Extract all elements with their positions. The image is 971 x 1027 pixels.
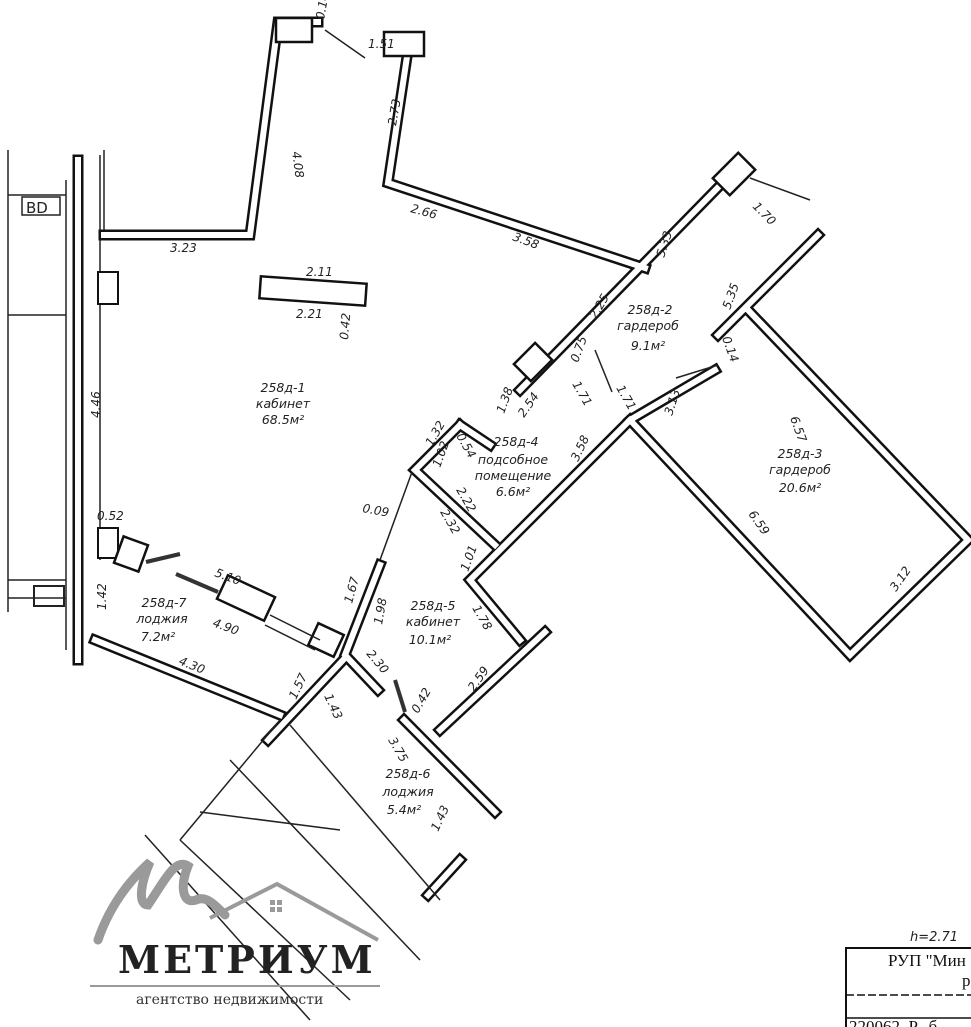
room-5-area: 10.1м² <box>409 632 451 647</box>
dim: 2.11 <box>306 265 333 279</box>
room-1-area: 68.5м² <box>262 412 304 427</box>
dim: 1.71 <box>613 383 638 413</box>
dim: 1.38 <box>494 385 516 415</box>
dim: 1.71 <box>569 379 594 409</box>
room-2-name: гардероб <box>617 318 679 333</box>
walls <box>72 16 971 903</box>
room-7-name: лоджия <box>135 611 188 626</box>
dim: 2.66 <box>409 201 439 222</box>
dim: 4.46 <box>89 391 103 418</box>
dim: 0.09 <box>361 501 390 519</box>
room-6-name: лоджия <box>381 784 434 799</box>
stamp-line-1: РУП "Мин <box>888 951 966 970</box>
room-4-name-2: помещение <box>475 468 552 483</box>
metrium-logo: МЕТРИУМ агентство недвижимости <box>90 858 380 1008</box>
dim: 1.98 <box>371 596 389 625</box>
thin-lines <box>144 29 811 1021</box>
room-1-id: 258д-1 <box>261 380 306 395</box>
dim: 3.23 <box>170 241 197 255</box>
dim: 1.42 <box>95 583 109 610</box>
title-block: РУП "Мин р 220062, Р...б <box>845 947 971 1027</box>
room-labels: 258д-1 кабинет 68.5м² 258д-2 гардероб 9.… <box>135 302 831 817</box>
bd-label: BD <box>26 199 48 217</box>
dim: 3.13 <box>662 387 684 417</box>
room-3-id: 258д-3 <box>778 446 823 461</box>
room-5-id: 258д-5 <box>411 598 456 613</box>
dim: 3.75 <box>385 735 410 765</box>
room-6-area: 5.4м² <box>387 802 421 817</box>
room-4-area: 6.6м² <box>496 484 530 499</box>
logo-swoosh-icon <box>93 858 230 945</box>
dim: 4.08 <box>289 150 307 179</box>
room-7-id: 258д-7 <box>142 595 187 610</box>
dim: 2.73 <box>385 98 403 127</box>
dim: 2.21 <box>296 307 323 321</box>
logo-roof-icon <box>209 881 379 942</box>
dim: 0.14 <box>719 334 741 364</box>
dim: 5.33 <box>654 229 676 259</box>
dim: 1.70 <box>750 199 779 228</box>
room-6-id: 258д-6 <box>386 766 431 781</box>
room-2-id: 258д-2 <box>628 302 673 317</box>
room-3-area: 20.6м² <box>779 480 821 495</box>
room-3-name: гардероб <box>769 462 831 477</box>
dim: 0.52 <box>97 509 124 523</box>
exterior-left <box>7 150 119 650</box>
room-4-name-1: подсобное <box>478 452 549 467</box>
dim: 1.43 <box>428 803 452 833</box>
dim: 0.14 <box>313 0 331 21</box>
dim: 1.43 <box>321 691 345 721</box>
logo-title: МЕТРИУМ <box>118 937 376 982</box>
dim: 4.90 <box>211 616 241 638</box>
dim: 6.57 <box>787 414 809 444</box>
dim: 6.59 <box>746 508 773 538</box>
room-1-name: кабинет <box>256 396 311 411</box>
height-note: h=2.71 <box>910 930 958 945</box>
columns <box>112 16 757 713</box>
dim: 1.51 <box>368 37 395 51</box>
room-4-id: 258д-4 <box>494 434 539 449</box>
logo-subtitle: агентство недвижимости <box>136 992 323 1008</box>
stamp-line-3: 220062, Р...б <box>849 1017 937 1027</box>
room-7-area: 7.2м² <box>141 629 175 644</box>
logo-window-icon <box>270 900 282 912</box>
dim: 0.42 <box>337 312 353 340</box>
room-2-area: 9.1м² <box>631 338 665 353</box>
dim: 0.42 <box>408 685 433 715</box>
room-5-name: кабинет <box>406 614 461 629</box>
dimension-labels: 0.14 1.51 2.73 4.08 2.66 3.58 3.23 2.11 … <box>89 0 914 833</box>
stamp-line-2: р <box>962 971 971 990</box>
dim: 5.35 <box>720 281 742 311</box>
dim: 1.67 <box>341 575 362 605</box>
